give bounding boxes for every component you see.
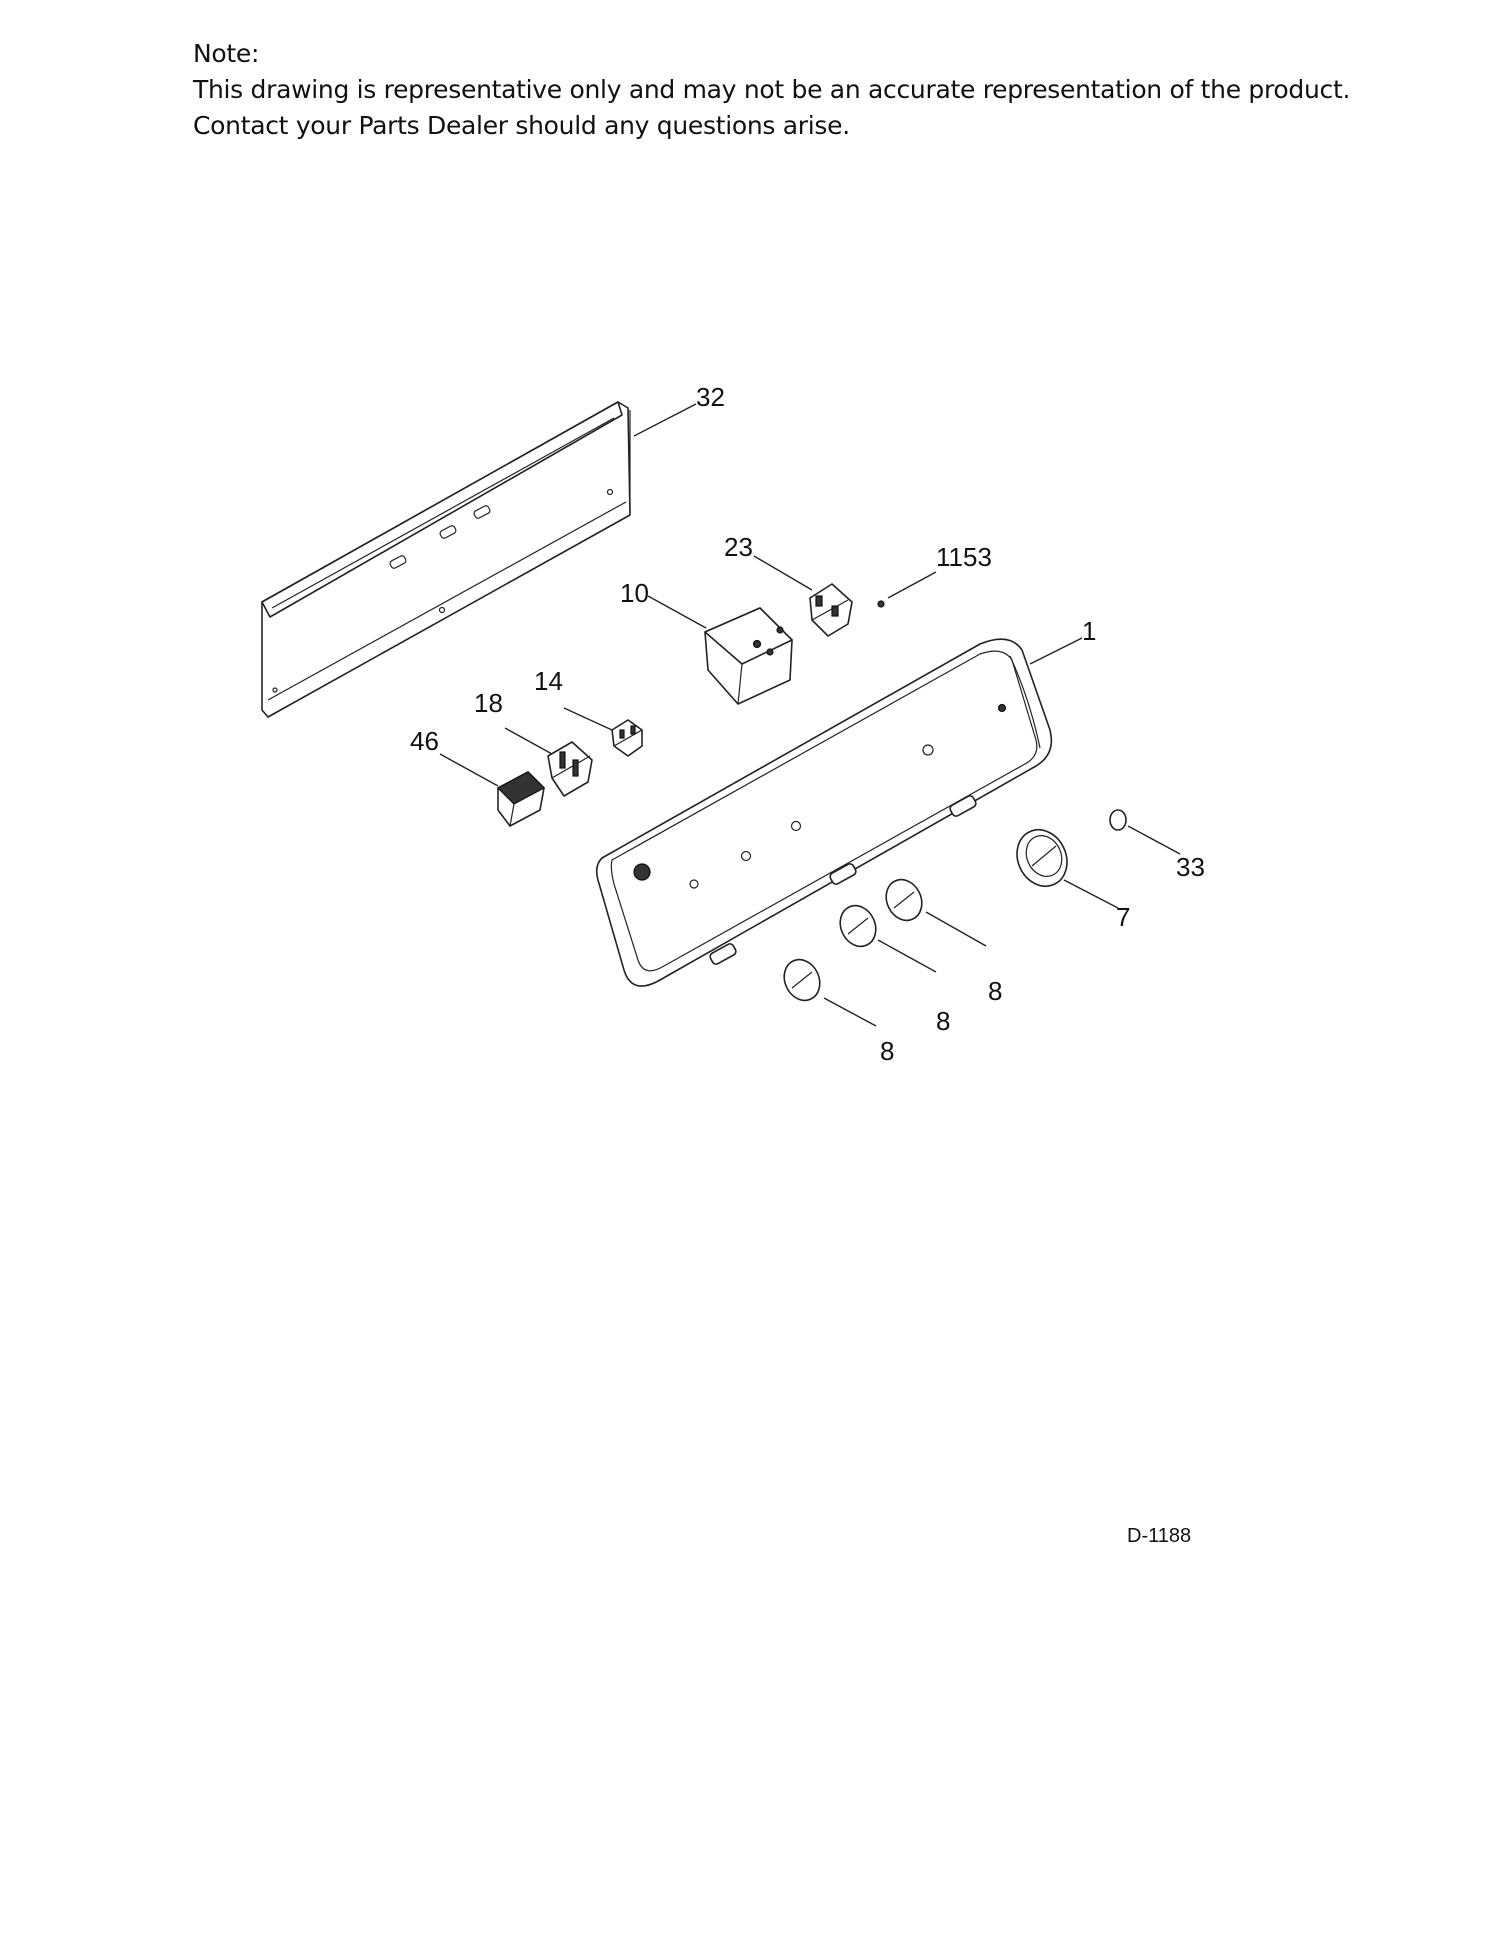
callout-32: 32: [696, 382, 725, 412]
part-33-ring: [1109, 809, 1127, 831]
callout-10: 10: [620, 578, 649, 608]
callout-8-middle: 8: [936, 1006, 950, 1036]
note-heading: Note:: [193, 39, 260, 68]
part-8-knob-left: [783, 958, 821, 1002]
part-7-cycle-knob: [1016, 829, 1068, 887]
callout-46: 46: [410, 726, 439, 756]
callout-1: 1: [1082, 616, 1096, 646]
callout-14: 14: [534, 666, 563, 696]
part-8-knob-middle: [839, 904, 877, 948]
part-32-rear-panel: [261, 401, 631, 718]
part-8-knob-right: [885, 878, 923, 922]
callout-1153: 1153: [936, 542, 992, 572]
note-line-2: Contact your Parts Dealer should any que…: [193, 111, 850, 140]
callout-8-left: 8: [880, 1036, 894, 1066]
part-46-switch: [497, 771, 545, 827]
callout-33: 33: [1176, 852, 1205, 882]
part-10-timer: [704, 607, 793, 705]
drawing-code: D-1188: [1127, 1525, 1192, 1547]
note-line-1: This drawing is representative only and …: [193, 75, 1351, 104]
callout-23: 23: [724, 532, 753, 562]
part-18-selector-switch: [547, 741, 593, 797]
callout-18: 18: [474, 688, 503, 718]
callout-7: 7: [1116, 902, 1130, 932]
callout-8-right: 8: [988, 976, 1002, 1006]
part-1-control-panel: [595, 638, 1053, 987]
part-14-switch: [611, 719, 643, 757]
part-1153-screw: [877, 600, 885, 608]
note-block: Note: This drawing is representative onl…: [193, 36, 1350, 144]
part-23-switch: [809, 583, 853, 637]
leader-lines: [439, 403, 1181, 1027]
